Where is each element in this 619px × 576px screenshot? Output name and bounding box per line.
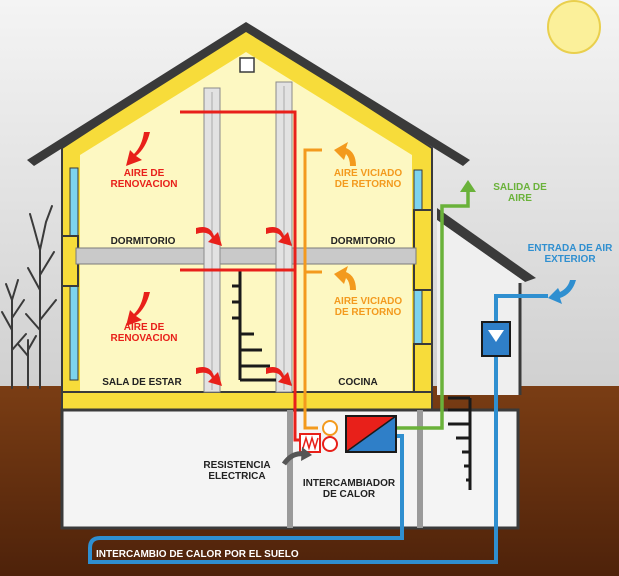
ground-heat-exchange-label: INTERCAMBIO DE CALOR POR EL SUELO: [96, 549, 299, 560]
return-air-label-lower: AIRE VICIADO DE RETORNO: [333, 296, 403, 318]
fresh-air-arrows: [126, 132, 292, 386]
room-label-bedroom-left: DORMITORIO: [110, 236, 176, 247]
room-label-bedroom-right: DORMITORIO: [330, 236, 396, 247]
fresh-air-label-lower: AIRE DE RENOVACION: [110, 322, 178, 344]
ground-heat-loop: [88, 294, 548, 564]
sun-icon: [547, 0, 601, 54]
outdoor-air-label: ENTRADA DE AIR EXTERIOR: [527, 243, 613, 265]
heat-exchanger-icon: [345, 415, 397, 453]
heater-coil-icon: [299, 433, 321, 453]
fresh-air-label-upper: AIRE DE RENOVACION: [110, 168, 178, 190]
heat-exchanger-label: INTERCAMBIADOR DE CALOR: [302, 478, 396, 500]
air-exit-label: SALIDA DE AIRE: [493, 182, 547, 204]
return-air-ducts: [303, 148, 322, 430]
room-label-living-room: SALA DE ESTAR: [102, 377, 182, 388]
exhaust-duct: [396, 190, 470, 430]
electric-resistance-label: RESISTENCIA ELECTRICA: [203, 460, 271, 482]
outdoor-air-arrow: [548, 280, 576, 304]
filter-icon: [481, 321, 511, 357]
room-label-kitchen: COCINA: [338, 377, 378, 388]
return-air-arrows: [334, 142, 356, 290]
return-air-label-upper: AIRE VICIADO DE RETORNO: [333, 168, 403, 190]
tree-icon: [1, 205, 57, 389]
